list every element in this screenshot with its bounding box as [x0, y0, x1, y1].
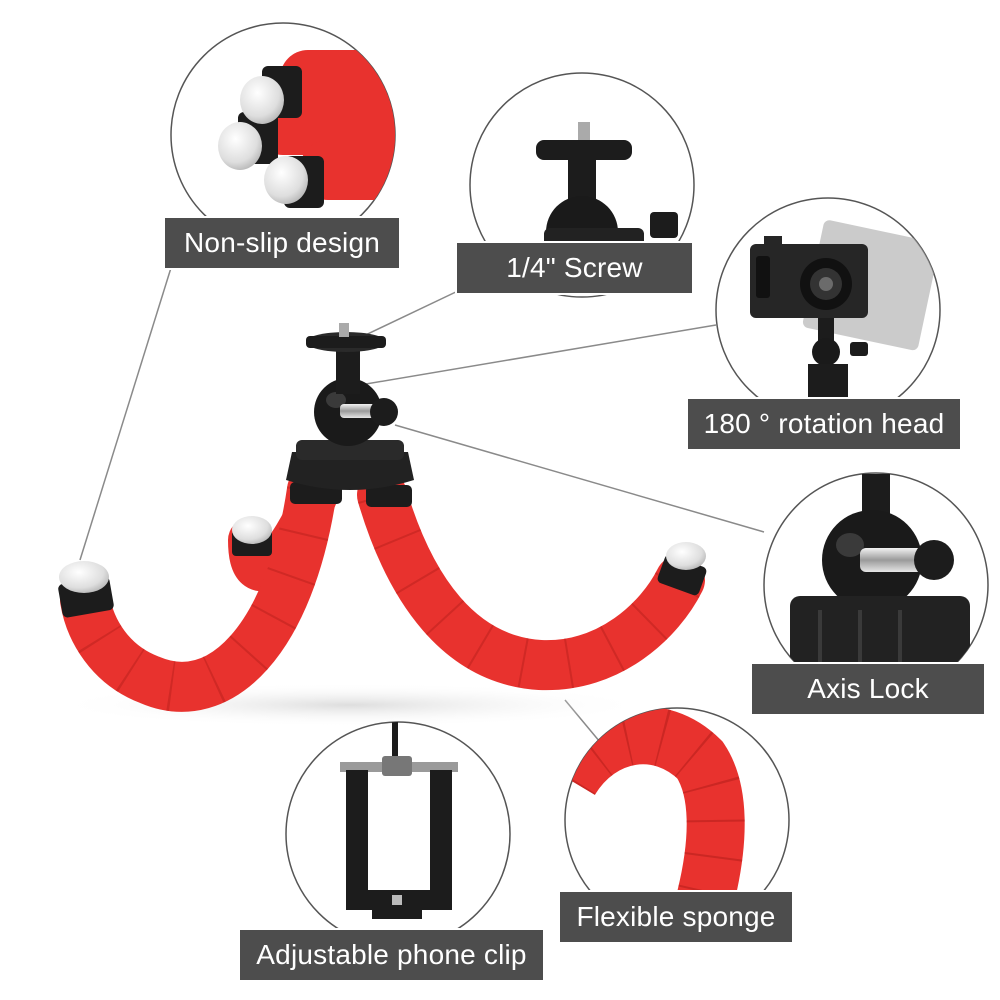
tripod-main	[50, 323, 707, 727]
leader-lines	[79, 254, 765, 743]
non-slip-design-label: Non-slip design	[163, 216, 401, 270]
detail-circle-non-slip	[170, 22, 396, 248]
screw-label: 1/4" Screw	[455, 241, 694, 295]
foot-cap-left	[58, 561, 114, 618]
detail-circle-phone-clip	[285, 721, 511, 947]
phone-clip-label: Adjustable phone clip	[238, 928, 545, 982]
flexible-sponge-label: Flexible sponge	[558, 890, 794, 944]
detail-circle-rotation	[715, 197, 941, 423]
rotation-head-label: 180 ° rotation head	[686, 397, 962, 451]
foot-cap-right	[657, 542, 707, 596]
foot-cap-back	[232, 516, 272, 556]
axis-lock-label: Axis Lock	[750, 662, 986, 716]
